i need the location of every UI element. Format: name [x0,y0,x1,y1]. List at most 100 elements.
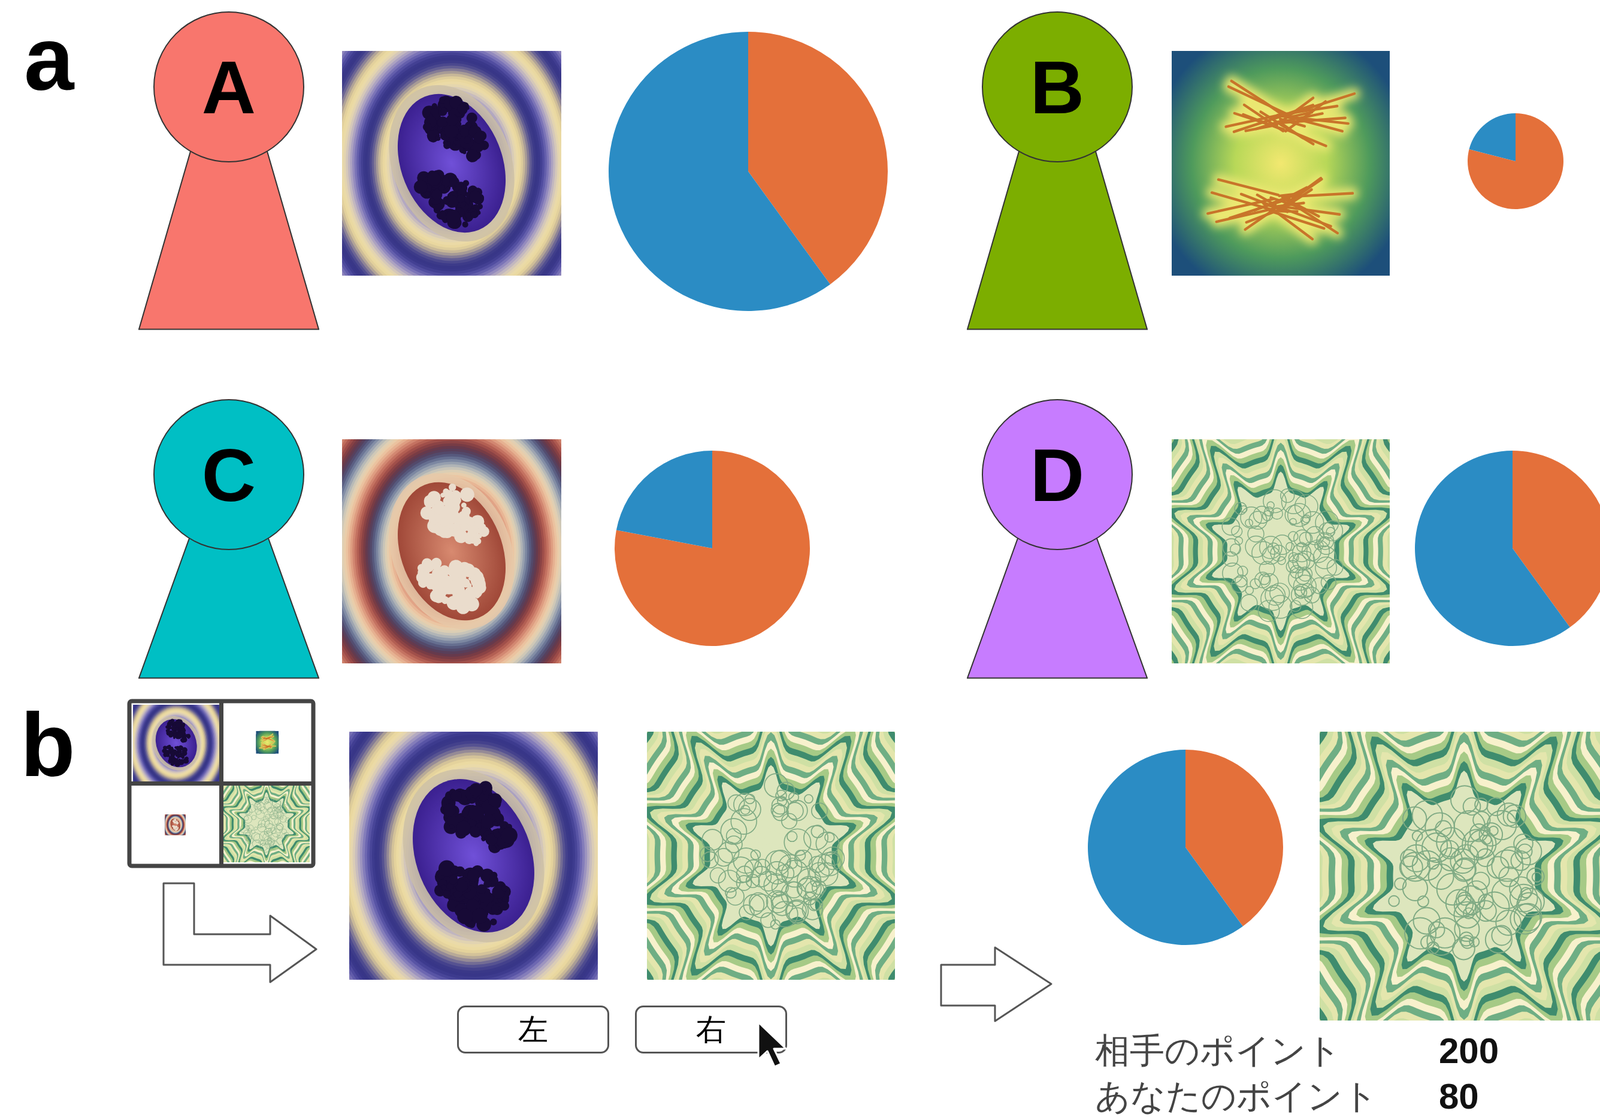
curl [253,802,262,810]
fractal-dot [455,193,467,204]
star-band [1171,439,1390,664]
star-band [1171,439,1390,664]
fractal-dot [498,820,505,827]
star-band [646,731,895,980]
curl [1245,518,1254,527]
spike-line [1280,124,1314,145]
fractal-dot [169,758,172,762]
fractal-dot [176,821,178,824]
curl [738,797,761,821]
ring-band [137,704,216,782]
fractal-dot [424,170,443,189]
ring-band [342,50,562,276]
ring-band [165,814,186,835]
curl [256,798,262,803]
fractal-dot [442,500,449,507]
ring-band [165,814,185,835]
fractal-dot [454,905,476,927]
fractal-dot [462,149,468,155]
fractal-dot [434,515,442,523]
ring-band [132,704,220,782]
ring-band [342,50,562,276]
curl [268,827,272,831]
ring-band [342,50,562,276]
ring-band [342,439,562,664]
ring-band [165,814,186,835]
ring-band [349,731,598,980]
curl [1240,505,1248,513]
ring-band [342,50,562,276]
fractal-dot [176,821,178,824]
fractal-image [342,439,562,664]
spike-line [1280,206,1341,214]
ring-band [165,814,186,835]
fractal-dot [175,829,178,831]
ring-band [165,814,186,835]
star-band [223,785,311,863]
ring-band [134,704,219,782]
ring-band [342,50,562,276]
ring-band [132,704,220,782]
curl [781,813,797,829]
fractal-dot [469,528,475,535]
ring-band [142,704,210,782]
curl [1231,525,1243,537]
curl [1240,506,1263,529]
ring-band [342,439,562,664]
ring-band [132,704,220,782]
star-band [646,731,895,980]
ring-band [364,731,583,980]
fractal-dot [165,745,170,750]
curl [1247,525,1264,543]
ring-band [132,704,220,782]
curl [280,805,285,810]
ring-band [166,814,184,835]
curl [786,900,807,921]
fractal-dot [174,818,176,820]
curl [264,836,272,845]
star-band [646,731,895,980]
spike-line [261,743,267,746]
ring-band [165,814,186,835]
core-body [377,77,526,250]
fractal-dot [177,826,180,829]
ring-band [349,731,598,980]
core-rim [167,815,184,834]
ring-band [132,704,220,782]
spike-line [268,742,274,746]
ring-band [342,439,562,664]
fractal-image [255,730,279,754]
ring-band [143,704,210,782]
fractal-dot [458,126,471,139]
fractal-dot [180,737,186,743]
ring-band [342,439,562,664]
fractal-dot [446,141,452,147]
fractal-dot [433,579,441,588]
fractal-dot [461,220,470,229]
fractal-dot [424,506,437,519]
bent-arrow [163,882,317,982]
fractal-dot [442,140,452,151]
curl [1234,502,1247,515]
ring-band [167,814,184,835]
star-band [223,785,311,863]
star-band [699,773,843,939]
ring-band [132,704,220,782]
star-band [223,785,311,863]
ring-band [141,704,212,782]
ring-band [349,731,598,980]
ring-band [349,731,598,980]
ring-band [349,731,598,980]
ring-band [349,731,598,980]
ring-band [342,50,562,276]
fractal-dot [488,917,498,927]
star-band [1211,471,1350,631]
fractal-dot [173,825,175,827]
curl [1265,585,1285,606]
fractal-dot [486,790,505,809]
curl [265,814,270,819]
fractal-dot [487,871,498,882]
curl [260,839,266,846]
star-band [1218,478,1344,624]
ring-band [365,445,538,657]
